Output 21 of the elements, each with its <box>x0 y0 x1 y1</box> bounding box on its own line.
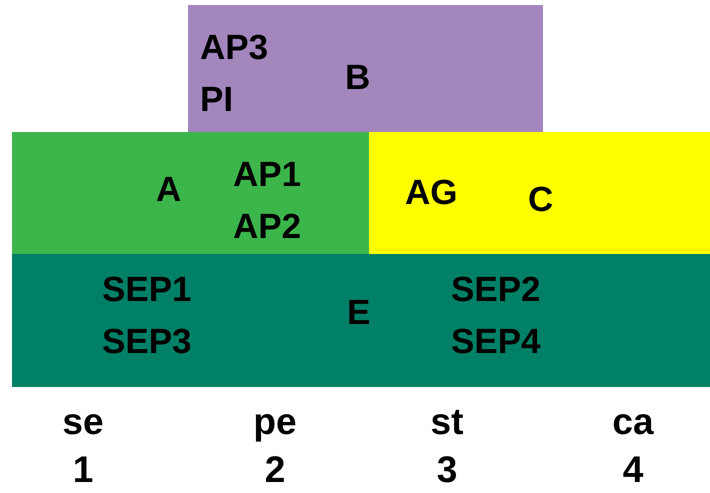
class-letter: B <box>345 57 370 99</box>
gene-names: AP1 AP2 <box>233 154 302 248</box>
whorl-number: 4 <box>622 449 644 491</box>
whorl-number: 2 <box>264 449 286 491</box>
c-function-band <box>369 132 710 254</box>
gene-names: AP3 PI <box>200 27 268 121</box>
whorl-label: se <box>62 401 104 443</box>
gene-names: SEP2 SEP4 <box>451 269 540 363</box>
a-function-band <box>12 132 369 254</box>
b-function-band <box>188 5 543 132</box>
gene-names: SEP1 SEP3 <box>102 269 192 363</box>
e-function-band <box>12 254 710 387</box>
whorl-label: st <box>430 401 464 443</box>
whorl-number: 1 <box>72 449 94 491</box>
whorl-label: ca <box>612 401 654 443</box>
class-letter: AG <box>405 172 458 214</box>
class-letter: A <box>156 169 182 211</box>
class-letter: E <box>347 292 370 334</box>
whorl-label: pe <box>253 401 297 443</box>
class-letter: C <box>528 179 554 221</box>
whorl-number: 3 <box>436 449 458 491</box>
